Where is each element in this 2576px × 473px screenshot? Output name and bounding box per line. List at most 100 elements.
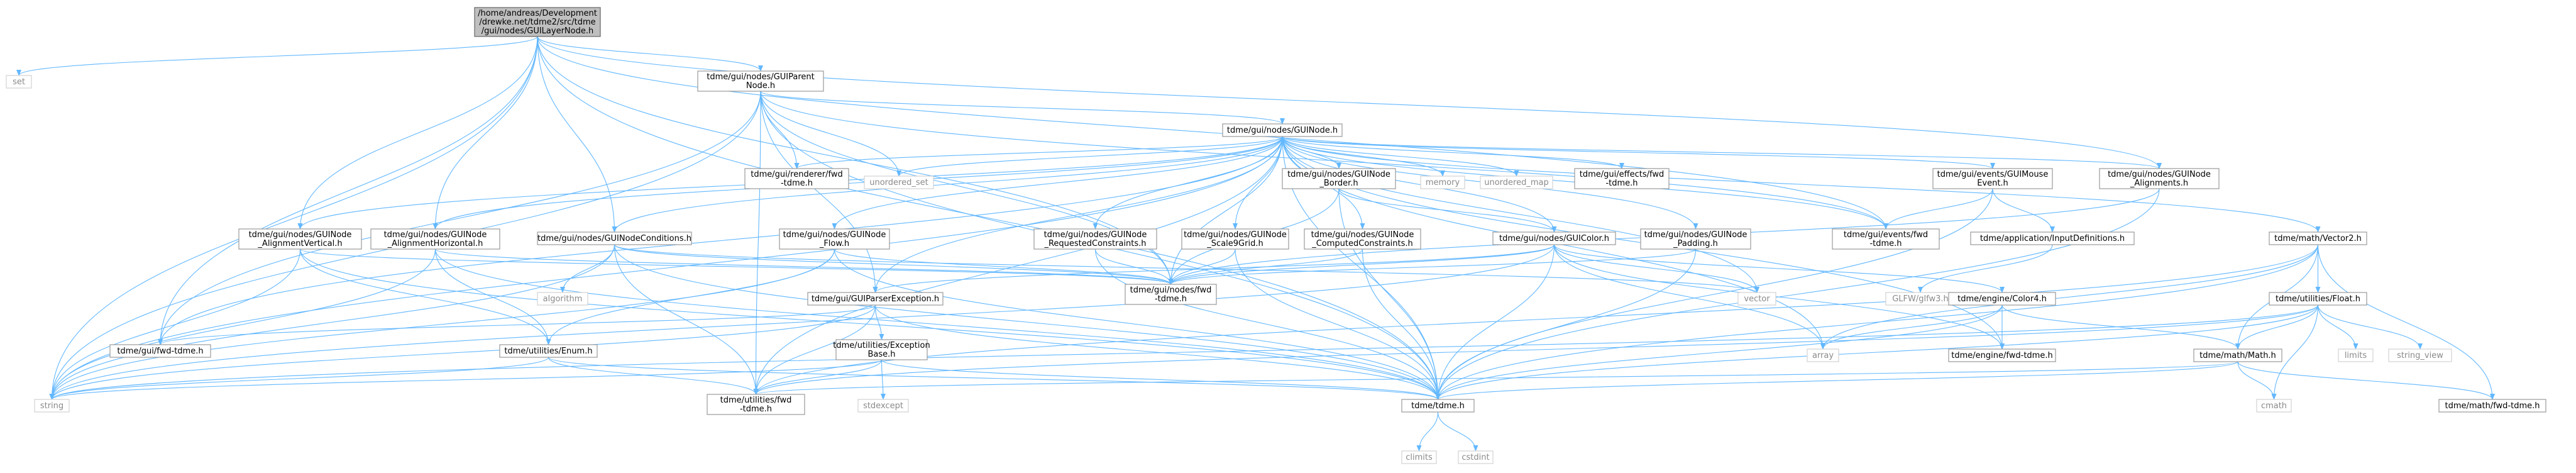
node-guinode[interactable]: tdme/gui/nodes/GUINode.h (1222, 123, 1343, 137)
node-mathfwd[interactable]: tdme/math/fwd-tdme.h (2438, 399, 2546, 413)
node-label-array-0: array (1812, 351, 1834, 360)
edge-inputdef-to-glfw (1918, 244, 2053, 293)
edge-math-to-utilfwd (754, 361, 2238, 395)
edge-parent-to-parserex (760, 91, 878, 293)
node-label-sview-0: string_view (2397, 351, 2443, 360)
node-aligns[interactable]: tdme/gui/nodes/GUINode_Alignments.h (2099, 168, 2220, 189)
node-border[interactable]: tdme/gui/nodes/GUINode_Border.h (1282, 168, 1396, 189)
edge-tdmeh-to-cstdint (1437, 411, 1478, 452)
node-reqc[interactable]: tdme/gui/nodes/GUINode_RequestedConstrai… (1033, 228, 1157, 250)
edge-root-to-alignV (297, 36, 538, 230)
node-box-flow (779, 228, 890, 250)
node-label-flow-0: tdme/gui/nodes/GUINode (783, 230, 886, 240)
node-box-parserex (807, 292, 944, 306)
edge-parent-to-utilfwd (753, 91, 761, 395)
node-alignH[interactable]: tdme/gui/nodes/GUINode_AlignmentHorizont… (370, 228, 500, 250)
node-label-aligns-0: tdme/gui/nodes/GUINode (2108, 170, 2211, 179)
node-box-aligns (2099, 168, 2220, 189)
node-tdmeh[interactable]: tdme/tdme.h (1401, 399, 1475, 413)
node-box-math (2193, 348, 2282, 362)
node-cmath: cmath (2256, 399, 2292, 413)
edge-float-to-limits (2317, 304, 2359, 350)
node-color4[interactable]: tdme/engine/Color4.h (1948, 292, 2056, 306)
node-set: set (6, 75, 32, 89)
node-float[interactable]: tdme/utilities/Float.h (2269, 292, 2367, 306)
node-label-utilfwd-1: -tdme.h (740, 404, 772, 414)
node-box-array (1807, 348, 1839, 362)
node-scale9[interactable]: tdme/gui/nodes/GUINode_Scale9Grid.h (1181, 228, 1289, 250)
node-math[interactable]: tdme/math/Math.h (2193, 348, 2282, 362)
node-box-color (1492, 231, 1616, 245)
edge-compc-to-tdmeh (1362, 248, 1441, 400)
node-compc[interactable]: tdme/gui/nodes/GUINode_ComputedConstrain… (1304, 228, 1421, 250)
node-label-eventsfwd-1: -tdme.h (1869, 239, 1902, 248)
node-box-mathfwd (2438, 399, 2546, 413)
node-enginefwd[interactable]: tdme/engine/fwd-tdme.h (1948, 348, 2056, 362)
node-fwdgui[interactable]: tdme/gui/fwd-tdme.h (109, 344, 211, 358)
node-box-cmath (2256, 399, 2292, 413)
node-label-limits-0: limits (2345, 351, 2367, 360)
edge-alignV-to-enum (299, 248, 551, 345)
node-memory: memory (1420, 175, 1465, 189)
node-nodesfwd[interactable]: tdme/gui/nodes/fwd-tdme.h (1125, 284, 1217, 305)
node-label-scale9-0: tdme/gui/nodes/GUINode (1184, 230, 1287, 240)
node-utilfwd[interactable]: tdme/utilities/fwd-tdme.h (707, 394, 805, 415)
edge-parent-to-fwdgui (158, 91, 761, 345)
node-box-float (2269, 292, 2367, 306)
node-box-vec2 (2269, 231, 2367, 245)
node-label-enginefwd-0: tdme/engine/fwd-tdme.h (1951, 351, 2052, 360)
node-renderer[interactable]: tdme/gui/renderer/fwd-tdme.h (744, 168, 849, 189)
node-color[interactable]: tdme/gui/nodes/GUIColor.h (1492, 231, 1616, 245)
node-cond[interactable]: tdme/gui/nodes/GUINodeConditions.h (537, 231, 692, 245)
edge-guinode-to-aligns (1282, 136, 2162, 169)
node-parserex[interactable]: tdme/gui/GUIParserException.h (807, 292, 944, 306)
node-label-vector-0: vector (1744, 294, 1770, 304)
node-vec2[interactable]: tdme/math/Vector2.h (2269, 231, 2367, 245)
node-box-effects (1574, 168, 1670, 189)
node-label-effects-0: tdme/gui/effects/fwd (1580, 170, 1664, 179)
node-label-aligns-1: _Alignments.h (2130, 179, 2188, 188)
edge-exbase-to-utilfwd (753, 359, 883, 395)
edge-root-to-cond (537, 36, 617, 233)
edge-math-to-mathfwd (2237, 361, 2495, 400)
node-enum[interactable]: tdme/utilities/Enum.h (499, 344, 598, 358)
edge-float-to-utilfwd (753, 304, 2319, 395)
node-vector: vector (1737, 292, 1776, 306)
edge-color-to-array (1553, 244, 1825, 350)
edge-alignV-to-tdmeh (299, 248, 1441, 400)
node-box-mouse (1932, 168, 2053, 189)
node-box-algorithm (537, 292, 588, 306)
edge-color-to-color4 (1553, 244, 2005, 293)
edges-layer (16, 36, 2495, 452)
edge-vec2-to-utilfwd (753, 244, 2319, 395)
node-label-set-0: set (13, 77, 25, 87)
node-box-stdexcept (857, 399, 909, 413)
node-eventsfwd[interactable]: tdme/gui/events/fwd-tdme.h (1832, 228, 1940, 250)
edge-color4-to-tdmeh (1435, 304, 2003, 400)
node-padding[interactable]: tdme/gui/nodes/GUINode_Padding.h (1640, 228, 1751, 250)
node-box-inputdef (1970, 231, 2135, 245)
node-label-effects-1: -tdme.h (1605, 179, 1638, 188)
node-inputdef[interactable]: tdme/application/InputDefinitions.h (1970, 231, 2135, 245)
edge-guinode-to-color (1282, 136, 1557, 233)
node-uset: unordered_set (864, 175, 934, 189)
node-effects[interactable]: tdme/gui/effects/fwd-tdme.h (1574, 168, 1670, 189)
node-box-exbase (835, 339, 928, 360)
node-label-climits-0: climits (1406, 453, 1433, 462)
edge-color4-to-array (1820, 304, 2003, 350)
node-root[interactable]: /home/andreas/Development/drewke.net/tdm… (474, 7, 601, 37)
edge-exbase-to-tdmeh (881, 359, 1441, 400)
edge-flow-to-tdmeh (834, 248, 1441, 400)
node-flow[interactable]: tdme/gui/nodes/GUINode_Flow.h (779, 228, 890, 250)
node-glfw: GLFW/glfw3.h (1885, 292, 1956, 306)
edge-vec2-to-mathfwd (2317, 244, 2495, 400)
node-stdexcept: stdexcept (857, 399, 909, 413)
node-limits: limits (2338, 348, 2374, 362)
edge-parserex-to-string (49, 304, 876, 400)
node-alignV[interactable]: tdme/gui/nodes/GUINode_AlignmentVertical… (238, 228, 362, 250)
node-algorithm: algorithm (537, 292, 588, 306)
edge-exbase-to-string (49, 359, 883, 400)
